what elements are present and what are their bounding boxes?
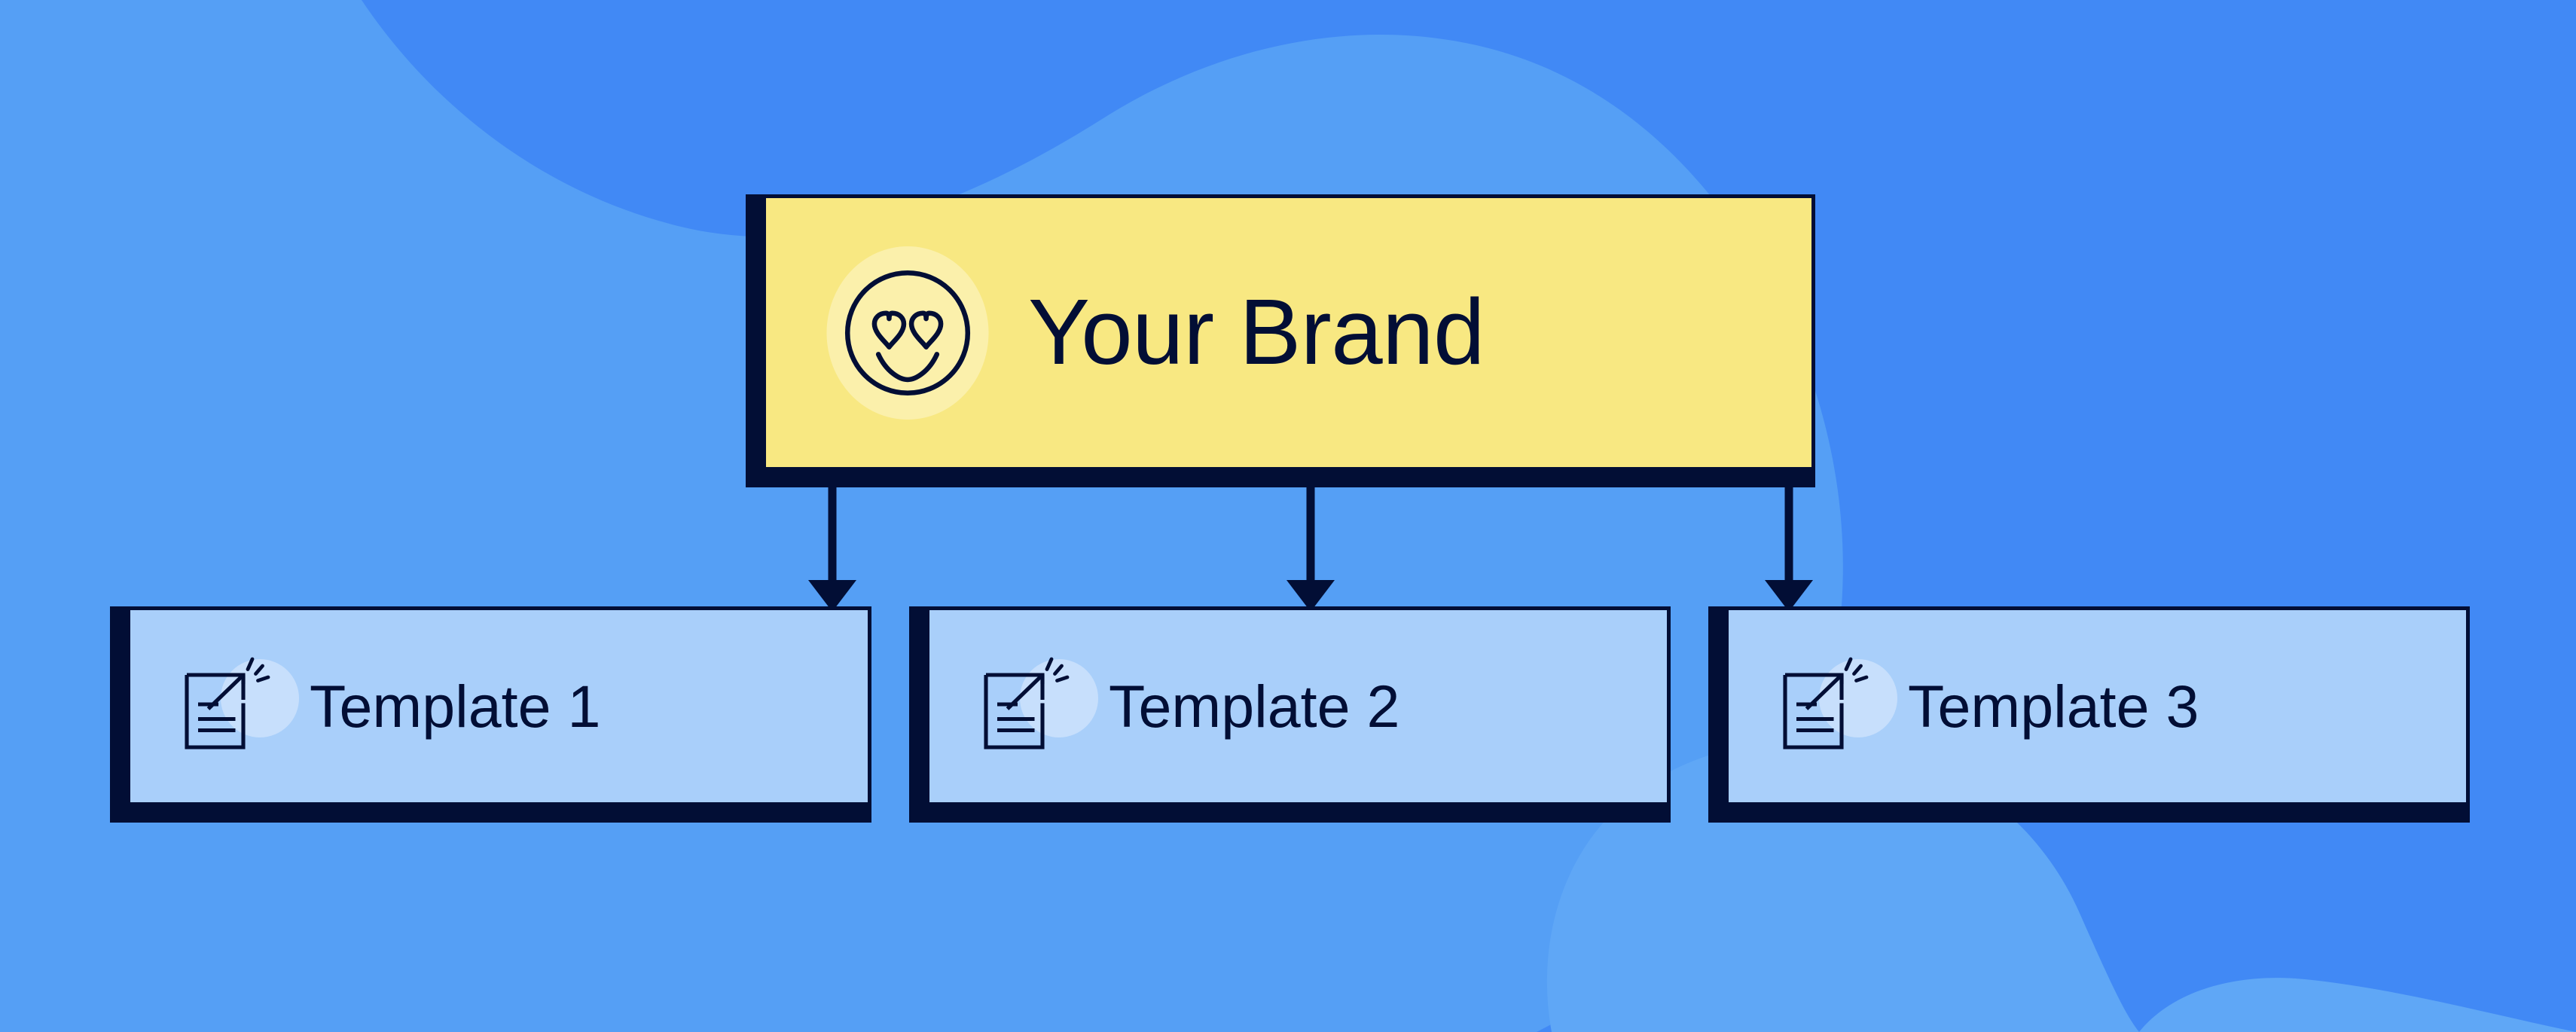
template-icon-halo [1819, 658, 1897, 737]
blob-bottom-right-2 [2139, 978, 2576, 1032]
template-icon-halo [1020, 658, 1098, 737]
brand-node[interactable]: Your Brand [762, 194, 1815, 471]
smiley-heart-eyes-icon [825, 246, 990, 420]
document-arrow-sparkle-icon [1765, 650, 1897, 763]
template-node-1[interactable]: Template 1 [127, 606, 871, 806]
blob-bottom-right [1546, 740, 2139, 1032]
template-icon-halo [221, 658, 299, 737]
template-label: Template 1 [310, 673, 601, 740]
template-node-3[interactable]: Template 3 [1725, 606, 2470, 806]
template-label: Template 2 [1109, 673, 1400, 740]
document-arrow-sparkle-icon [166, 650, 299, 763]
template-node-2[interactable]: Template 2 [926, 606, 1671, 806]
brand-label: Your Brand [1028, 281, 1485, 384]
template-label: Template 3 [1908, 673, 2199, 740]
document-arrow-sparkle-icon [966, 650, 1098, 763]
